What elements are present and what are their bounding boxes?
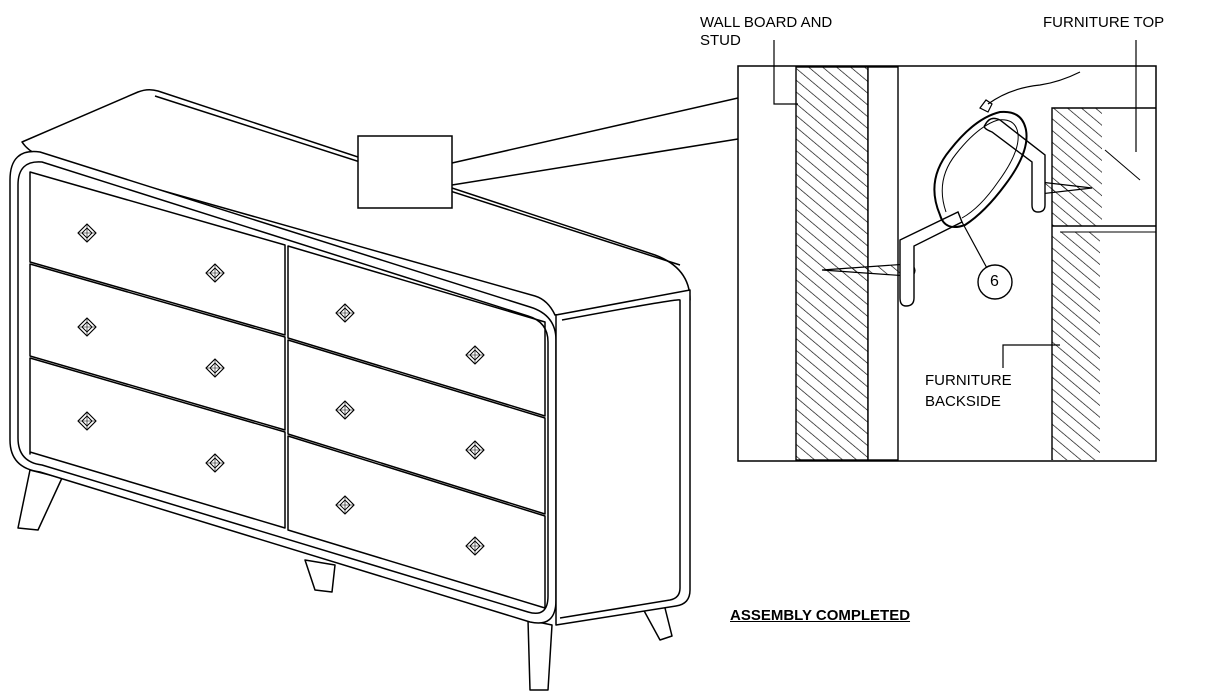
furniture-backside-label-line2: BACKSIDE [925, 393, 1001, 410]
part-number-circle [977, 264, 1013, 300]
dresser [9, 88, 691, 691]
drawers-left [29, 171, 286, 529]
furniture-backside-label: FURNITURE [925, 372, 1012, 389]
dresser-front [9, 150, 557, 624]
wall-board [867, 66, 899, 461]
part-number: 6 [990, 273, 999, 290]
l-brackets [899, 117, 1046, 307]
furniture-top-hatch [1052, 108, 1102, 226]
furniture-top-label: FURNITURE TOP [1043, 14, 1165, 31]
drawers-right [287, 245, 546, 609]
detail-callout [357, 97, 739, 209]
wall-stud-hatch [795, 66, 869, 461]
assembly-completed-heading: ASSEMBLY COMPLETED [730, 607, 911, 624]
label-leaders [773, 40, 1137, 368]
dresser-side [555, 289, 691, 626]
wall-board-label: WALL BOARD AND [700, 14, 833, 31]
wall-board-label-line2: STUD [700, 32, 741, 49]
furniture-backside-hatch [1052, 232, 1100, 460]
safety-strap [933, 71, 1081, 271]
detail-view [737, 40, 1157, 462]
